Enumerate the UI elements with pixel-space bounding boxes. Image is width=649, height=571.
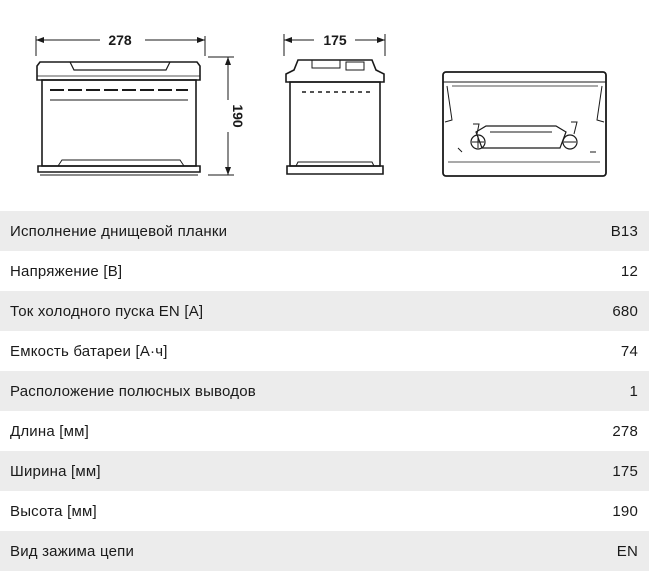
spec-value: 1	[629, 382, 638, 400]
spec-row: Высота [мм] 190	[0, 491, 649, 531]
battery-diagram: 278 190	[35, 32, 607, 177]
battery-drawings: 278 190	[0, 0, 649, 211]
spec-label: Вид зажима цепи	[10, 542, 135, 560]
specifications-table: Исполнение днищевой планки B13 Напряжени…	[0, 211, 649, 571]
height-dimension-label: 190	[230, 104, 246, 128]
spec-value: 74	[620, 342, 638, 360]
spec-value: 278	[612, 422, 638, 440]
spec-value: 175	[612, 462, 638, 480]
spec-row: Исполнение днищевой планки B13	[0, 211, 649, 251]
spec-label: Длина [мм]	[10, 422, 90, 440]
spec-value: B13	[610, 222, 638, 240]
spec-row: Вид зажима цепи EN	[0, 531, 649, 571]
spec-label: Ширина [мм]	[10, 462, 101, 480]
spec-label: Высота [мм]	[10, 502, 97, 520]
spec-value: 190	[612, 502, 638, 520]
spec-row: Длина [мм] 278	[0, 411, 649, 451]
length-dimension-label: 278	[108, 32, 132, 48]
spec-label: Расположение полюсных выводов	[10, 382, 256, 400]
spec-row: Напряжение [В] 12	[0, 251, 649, 291]
spec-label: Напряжение [В]	[10, 262, 123, 280]
spec-row: Ширина [мм] 175	[0, 451, 649, 491]
spec-row: Емкость батареи [А·ч] 74	[0, 331, 649, 371]
spec-label: Емкость батареи [А·ч]	[10, 342, 168, 360]
front-view: 278 190	[35, 32, 246, 176]
spec-row: Расположение полюсных выводов 1	[0, 371, 649, 411]
spec-label: Исполнение днищевой планки	[10, 222, 228, 240]
spec-value: 12	[620, 262, 638, 280]
spec-label: Ток холодного пуска EN [A]	[10, 302, 204, 320]
spec-value: 680	[612, 302, 638, 320]
spec-row: Ток холодного пуска EN [A] 680	[0, 291, 649, 331]
top-view	[442, 71, 607, 177]
width-dimension-label: 175	[323, 32, 347, 48]
spec-value: EN	[616, 542, 638, 560]
side-view: 175	[283, 32, 386, 175]
